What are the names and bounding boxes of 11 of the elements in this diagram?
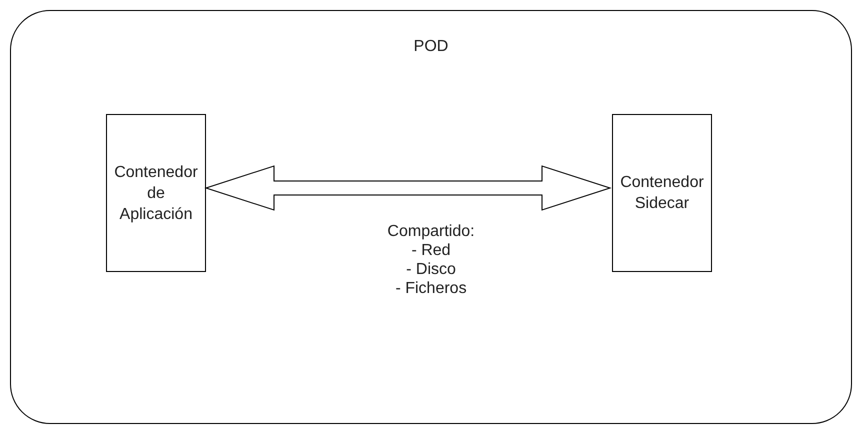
container-label: Contenedor de Aplicación <box>113 162 199 224</box>
pod-title: POD <box>412 37 450 57</box>
shared-resource-text: - Disco <box>406 260 456 279</box>
double-arrow <box>204 165 612 211</box>
shared-resource-text: - Red <box>411 241 451 260</box>
container-box <box>106 114 206 272</box>
container-box <box>612 114 712 272</box>
shared-resource-text: - Ficheros <box>395 279 467 298</box>
container-label: Contenedor Sidecar <box>619 173 705 214</box>
pod-container <box>10 10 852 424</box>
shared-resource-text: Compartido: <box>387 222 475 241</box>
